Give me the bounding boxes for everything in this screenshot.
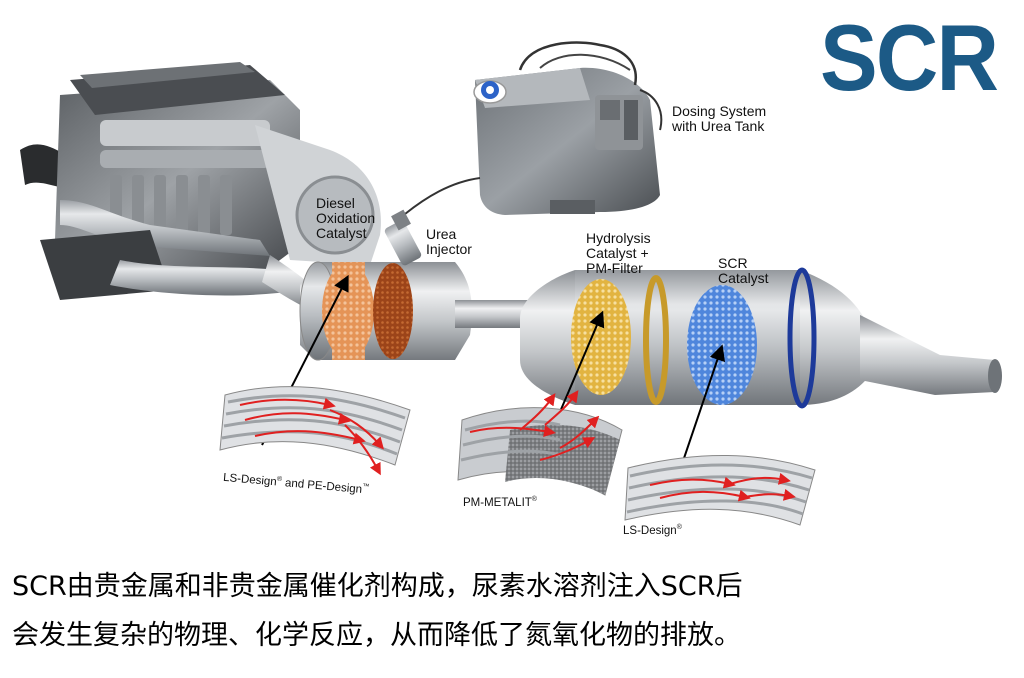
- doc-housing: [299, 261, 472, 361]
- label-scr-catalyst: SCR Catalyst: [718, 255, 769, 286]
- hydrolysis-catalyst-core: [571, 279, 631, 395]
- label-dosing-system: Dosing System with Urea Tank: [672, 103, 767, 134]
- caption-line-1: SCR由贵金属和非贵金属催化剂构成，尿素水溶剂注入SCR后: [12, 571, 743, 602]
- urea-tank: [473, 41, 663, 215]
- scr-system-illustration: [20, 41, 1002, 526]
- scr-badge: SCR: [820, 5, 999, 110]
- diesel-engine: [20, 62, 381, 300]
- scr-housing: [520, 267, 1002, 409]
- label-urea-injector: Urea Injector: [426, 226, 472, 257]
- dosing-line: [404, 177, 481, 215]
- exhaust-pipe-engine: [262, 255, 310, 310]
- label-ls-design: LS-Design®: [623, 524, 682, 537]
- urea-injector: [384, 209, 422, 266]
- substrate-ls-pe: [219, 386, 411, 476]
- label-pm-metalit: PM-METALIT®: [463, 496, 537, 509]
- caption-line-2: 会发生复杂的物理、化学反应，从而降低了氮氧化物的排放。: [12, 620, 741, 651]
- label-diesel-oxidation-catalyst: Diesel Oxidation Catalyst: [316, 195, 376, 241]
- label-hydrolysis-catalyst: Hydrolysis Catalyst + PM-Filter: [586, 230, 651, 276]
- substrate-pm-metalit: [457, 390, 623, 496]
- pointer-scr: [679, 344, 726, 471]
- substrate-ls: [624, 455, 816, 526]
- scr-catalyst-core: [687, 285, 757, 405]
- caption: SCR由贵金属和非贵金属催化剂构成，尿素水溶剂注入SCR后 会发生复杂的物理、化…: [12, 562, 1017, 660]
